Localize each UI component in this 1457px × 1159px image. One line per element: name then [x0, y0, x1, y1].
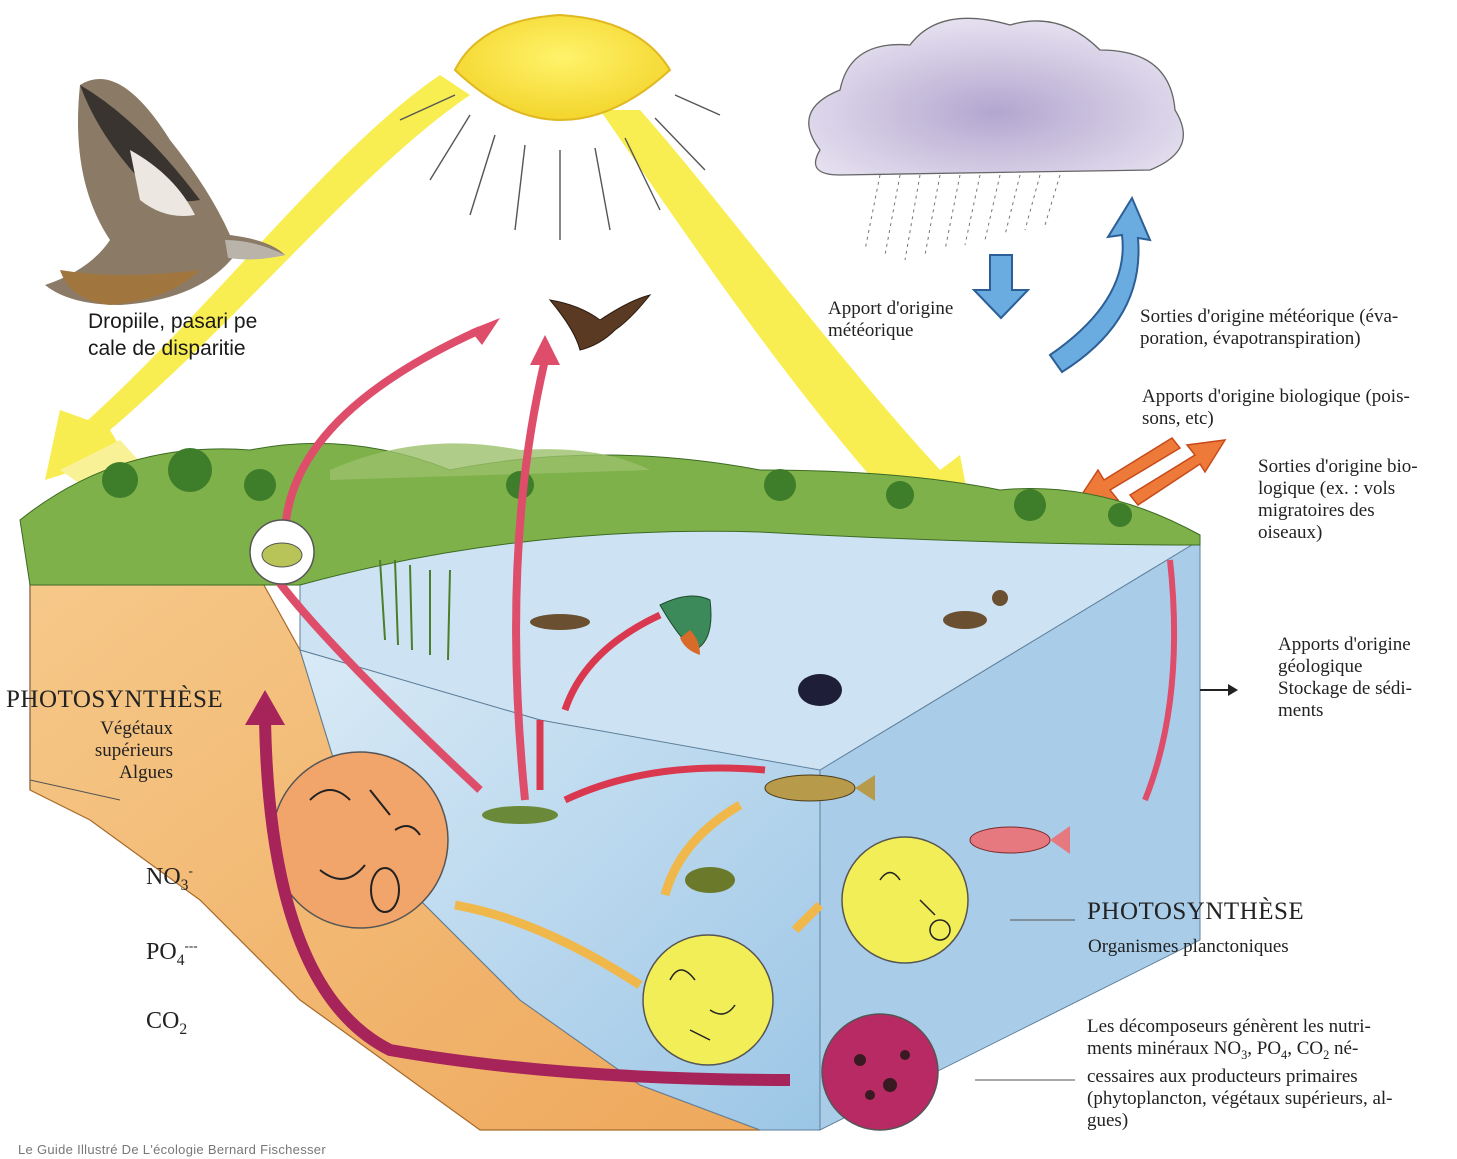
- label-photosynthesis-left: PHOTOSYNTHÈSE: [6, 686, 223, 714]
- label-meteoric-output: Sorties d'origine météorique (éva- porat…: [1140, 306, 1398, 350]
- meteoric-arrows: [974, 198, 1150, 372]
- insect-circle: [272, 752, 448, 928]
- co2-formula: CO: [146, 1008, 179, 1034]
- geological-arrow-icon: [1200, 684, 1238, 696]
- phosphate-formula: PO: [146, 939, 177, 965]
- label-plankton-organisms: Organismes planctoniques: [1088, 936, 1289, 958]
- label-higher-plants-algae: Végétaux supérieurs Algues: [28, 718, 173, 784]
- label-decomposers: Les décomposeurs génèrent les nutri- men…: [1087, 1016, 1437, 1132]
- label-nutrients: NO3- PO4--- CO2: [146, 826, 198, 1074]
- label-biological-input: Apports d'origine biologique (pois- sons…: [1142, 386, 1410, 430]
- nitrate-formula: NO: [146, 864, 181, 890]
- label-geological: Apports d'origine géologique Stockage de…: [1278, 634, 1453, 722]
- bird-caption: Dropiile, pasari pe cale de disparitie: [88, 308, 257, 362]
- label-biological-output: Sorties d'origine bio- logique (ex. : vo…: [1258, 456, 1433, 544]
- label-photosynthesis-right: PHOTOSYNTHÈSE: [1087, 898, 1304, 926]
- biological-arrows: [1075, 438, 1225, 505]
- image-credit: Le Guide Illustré De L'écologie Bernard …: [18, 1142, 326, 1157]
- frog-icon: [250, 520, 314, 584]
- eagle-icon: [550, 295, 650, 350]
- label-meteoric-input: Apport d'origine météorique: [828, 298, 953, 342]
- decomposer-circle: [822, 1014, 938, 1130]
